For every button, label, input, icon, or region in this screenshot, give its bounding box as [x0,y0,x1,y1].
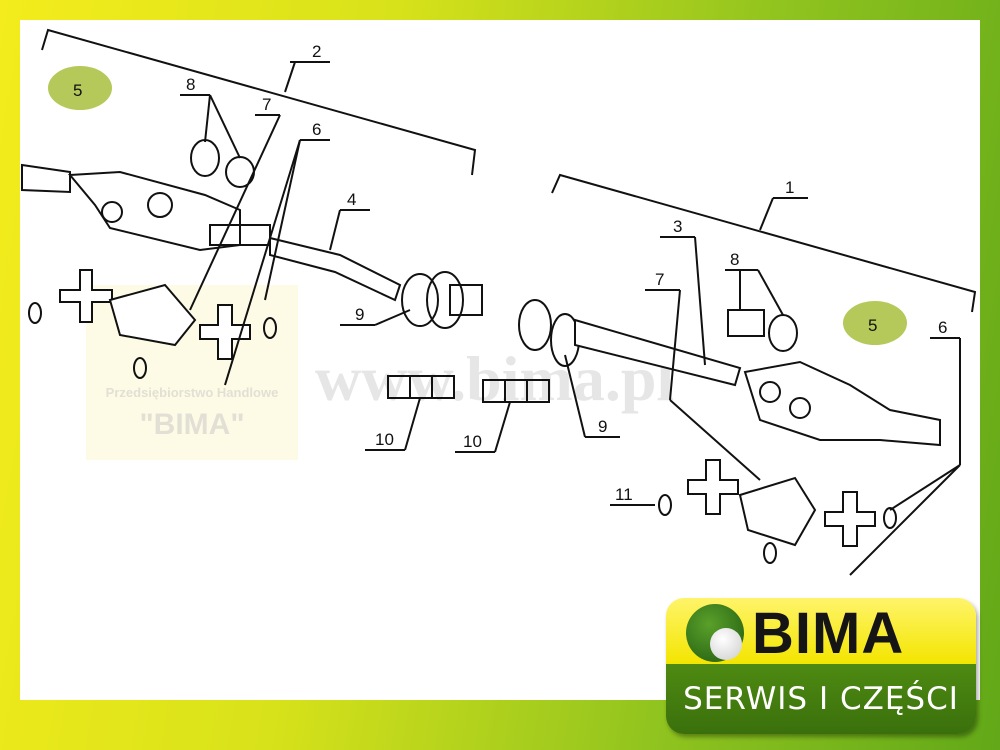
callout-6-left: 6 [312,120,321,139]
callout-6-right: 6 [938,318,947,337]
bima-logo: BIMA SERWIS I CZĘŚCI [666,598,976,734]
callout-7-left: 7 [262,95,271,114]
callout-11: 11 [615,485,633,504]
watermark-company-line: Przedsiębiorstwo Handlowe [105,385,279,400]
callout-8-right: 8 [730,250,739,269]
callout-9-left: 9 [355,305,364,324]
callout-3: 3 [673,217,682,236]
callout-7-right: 7 [655,270,664,289]
logo-brand: BIMA [752,601,905,666]
watermark-company-name: "BIMA" [139,408,245,441]
highlight-label-5-left [48,66,112,110]
callout-9-right: 9 [598,417,607,436]
highlight-label-5-right [843,301,907,345]
callout-5-left: 5 [73,81,82,100]
diagram-lines [21,28,977,576]
callout-5-right: 5 [868,316,877,335]
callout-2: 2 [312,42,321,61]
callout-4: 4 [347,190,356,209]
logo-ball-highlight [710,628,742,660]
callout-8-left: 8 [186,75,195,94]
callout-10-right: 10 [463,432,482,451]
callout-1: 1 [785,178,794,197]
callout-10-left: 10 [375,430,394,449]
logo-tagline: SERWIS I CZĘŚCI [683,681,959,717]
